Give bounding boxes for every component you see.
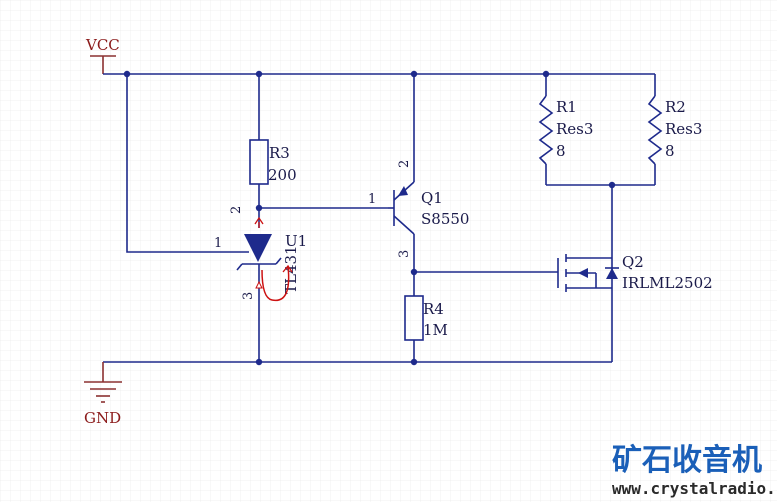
u1-ref: U1	[285, 232, 307, 250]
watermark: 矿石收音机 www.crystalradio.cn	[612, 443, 777, 498]
vcc-label: VCC	[85, 36, 120, 54]
annotation-arrow-top-icon	[254, 216, 264, 228]
r3-ref: R3	[269, 144, 290, 162]
resistor-r1[interactable]: R1 Res3 8	[538, 74, 593, 185]
r1-ref: R1	[556, 98, 577, 116]
q1-value: S8550	[421, 210, 469, 228]
gnd-label: GND	[84, 409, 121, 427]
gnd-symbol[interactable]: GND	[84, 362, 122, 427]
q2-value: IRLML2502	[622, 274, 713, 292]
r2-ref: R2	[665, 98, 686, 116]
watermark-chinese: 矿石收音机	[612, 443, 762, 478]
q1-ref: Q1	[421, 189, 443, 207]
vcc-to-u1-ref-wire	[126, 74, 227, 253]
u1-pin3: 3	[241, 292, 256, 300]
gnd-rail	[103, 358, 612, 366]
annotation-arrow-bottom-icon	[255, 280, 263, 289]
q1-pin3: 3	[397, 250, 412, 258]
u1-pin2: 2	[229, 206, 244, 214]
resistor-r3[interactable]: R3 200	[249, 74, 297, 208]
r3-value: 200	[268, 166, 297, 184]
annotation-curve-icon	[261, 265, 290, 302]
r4-value: 1M	[423, 321, 448, 339]
q2-arrow-icon	[578, 268, 588, 278]
resistor-r4[interactable]: R4 1M	[404, 295, 448, 362]
r4-ref: R4	[423, 300, 444, 318]
resistor-r2[interactable]: R2 Res3 8	[647, 74, 702, 185]
q1-pin1: 1	[368, 192, 376, 207]
r2-extra: 8	[665, 142, 675, 160]
q1-arrow-icon	[398, 186, 408, 196]
mosfet-q2[interactable]: Q2 IRLML2502	[557, 185, 713, 362]
r1-value: Res3	[556, 120, 593, 138]
q2-ref: Q2	[622, 253, 644, 271]
r2-value: Res3	[665, 120, 702, 138]
q1-pin2: 2	[397, 160, 412, 168]
tl431-diode-icon	[244, 234, 272, 262]
transistor-q1[interactable]: 1 2 3 Q1 S8550	[368, 74, 469, 296]
r1-extra: 8	[556, 142, 566, 160]
u1-pin1: 1	[214, 236, 222, 251]
watermark-url: www.crystalradio.cn	[612, 479, 777, 498]
vcc-rail	[103, 70, 655, 78]
vcc-symbol[interactable]: VCC	[85, 36, 120, 74]
tl431-u1[interactable]: 1 2 3 U1 TL431	[214, 206, 307, 362]
